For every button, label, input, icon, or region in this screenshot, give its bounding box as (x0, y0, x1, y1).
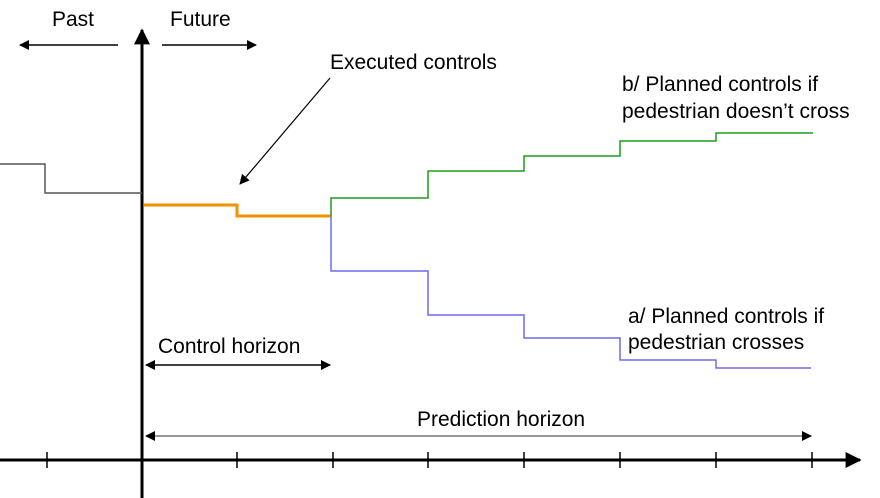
past-control-signal (0, 163, 142, 194)
planned-no-cross-label-line1: b/ Planned controls if (622, 73, 818, 96)
future-label: Future (170, 8, 231, 31)
executed-controls-pointer (239, 77, 331, 185)
planned-no-cross-label-line2: pedestrian doesn’t cross (622, 100, 850, 123)
planned-no-cross-signal (330, 132, 813, 216)
planned-cross-label-line2: pedestrian crosses (628, 331, 804, 354)
planned-cross-label-line1: a/ Planned controls if (628, 305, 824, 328)
control-horizon-label: Control horizon (158, 335, 300, 358)
prediction-horizon-label: Prediction horizon (417, 408, 585, 431)
planned-cross-signal (330, 216, 811, 369)
past-label: Past (52, 8, 94, 31)
executed-controls-label: Executed controls (330, 51, 497, 74)
executed-control-signal (144, 203, 331, 218)
time-ticks (46, 452, 813, 468)
